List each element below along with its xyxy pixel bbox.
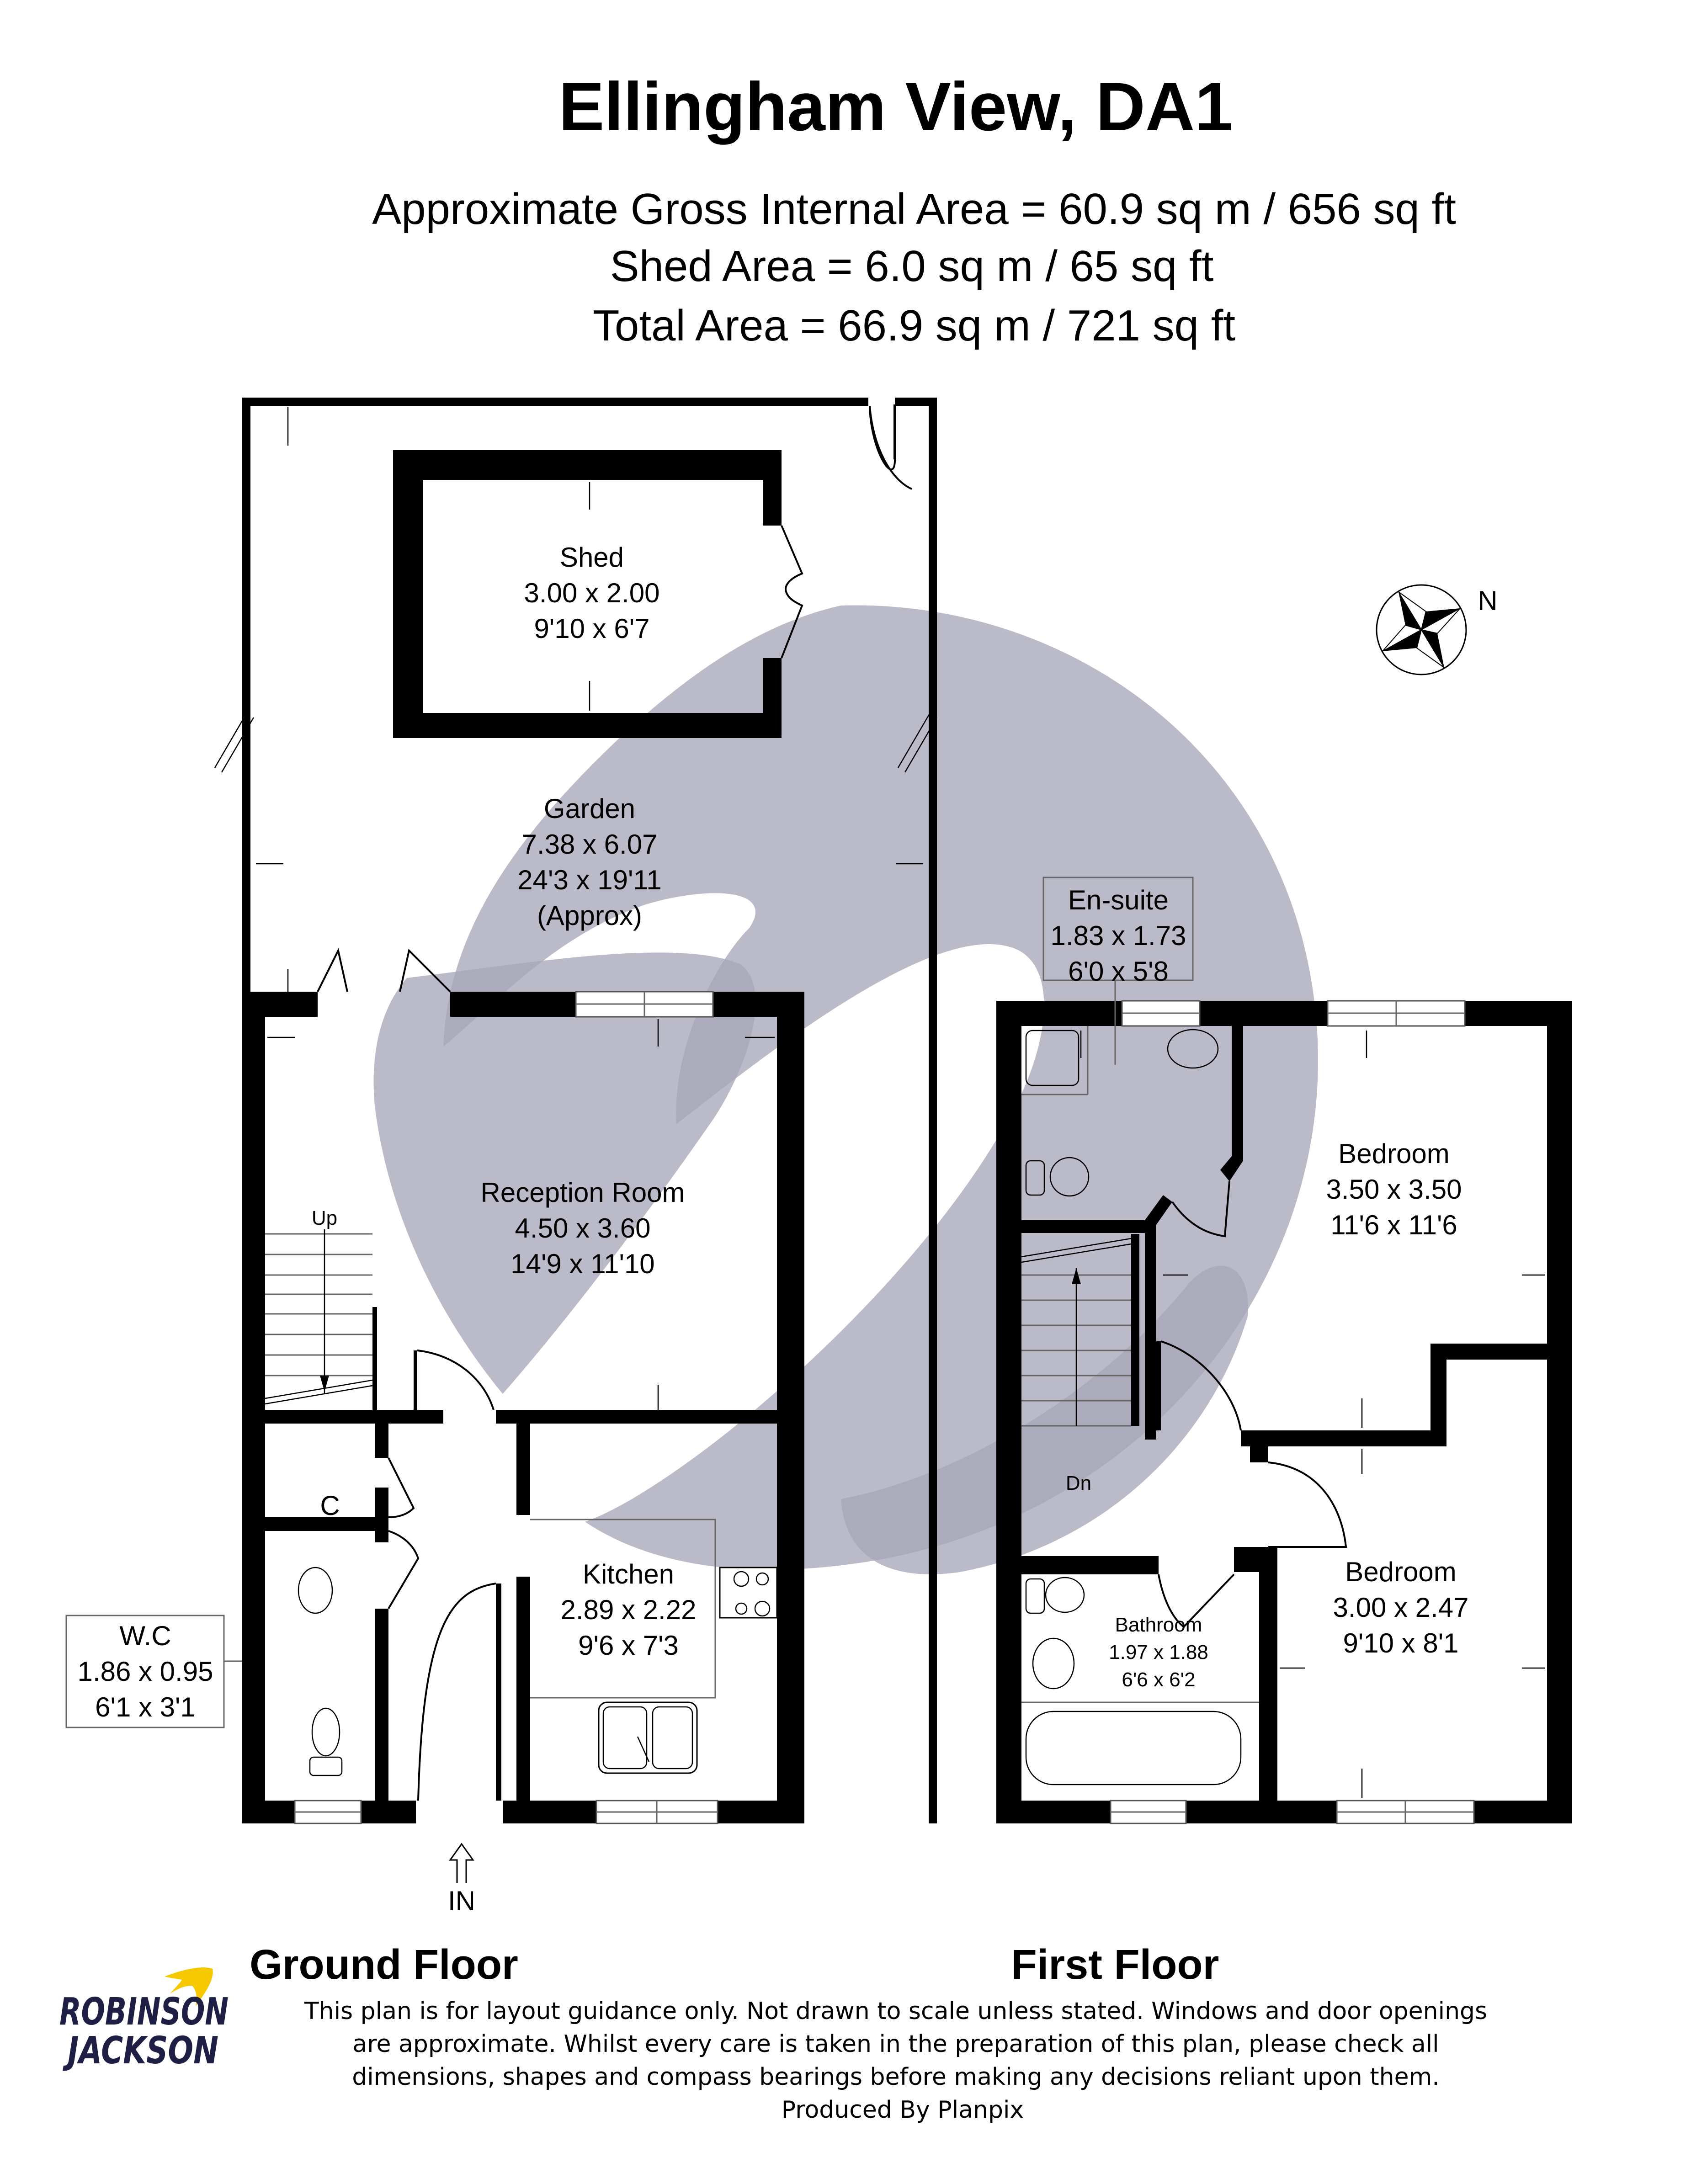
svg-text:Reception Room: Reception Room	[481, 1177, 685, 1208]
svg-text:9'10 x 6'7: 9'10 x 6'7	[534, 613, 649, 644]
svg-text:4.50 x 3.60: 4.50 x 3.60	[515, 1213, 651, 1243]
svg-text:6'1 x 3'1: 6'1 x 3'1	[95, 1692, 196, 1722]
svg-text:Produced By Planpix: Produced By Planpix	[782, 2096, 1024, 2124]
svg-text:2.89 x 2.22: 2.89 x 2.22	[561, 1594, 697, 1625]
compass-rose-icon	[1376, 584, 1467, 675]
stairs-up-label: Up	[312, 1207, 337, 1229]
svg-text:Shed: Shed	[560, 542, 624, 573]
room-ensuite-callout: En-suite 1.83 x 1.73 6'0 x 5'8	[1042, 877, 1194, 1065]
disclaimer: This plan is for layout guidance only. N…	[304, 1998, 1487, 2124]
svg-text:ROBINSON: ROBINSON	[59, 1990, 229, 2034]
svg-text:Bathroom: Bathroom	[1115, 1614, 1202, 1636]
svg-text:Kitchen: Kitchen	[583, 1559, 674, 1589]
gross-internal-area: Approximate Gross Internal Area = 60.9 s…	[372, 185, 1456, 234]
svg-text:14'9 x 11'10: 14'9 x 11'10	[511, 1249, 654, 1279]
svg-text:3.50 x 3.50: 3.50 x 3.50	[1326, 1174, 1462, 1205]
svg-text:1.97 x 1.88: 1.97 x 1.88	[1109, 1641, 1208, 1663]
svg-text:This plan is for layout guidan: This plan is for layout guidance only. N…	[304, 1998, 1487, 2025]
shed-area: Shed Area = 6.0 sq m / 65 sq ft	[610, 242, 1214, 291]
svg-text:1.83 x 1.73: 1.83 x 1.73	[1051, 920, 1186, 951]
svg-text:7.38 x 6.07: 7.38 x 6.07	[522, 829, 658, 860]
stairs-down-label: Dn	[1066, 1472, 1091, 1494]
svg-text:IN: IN	[448, 1886, 475, 1916]
compass-north-label: N	[1478, 585, 1497, 616]
svg-text:1.86 x 0.95: 1.86 x 0.95	[78, 1656, 213, 1687]
svg-text:W.C: W.C	[119, 1621, 171, 1651]
wc-basin-icon	[298, 1567, 333, 1614]
room-bedroom-1: Bedroom 3.50 x 3.50 11'6 x 11'6	[1326, 1138, 1462, 1240]
room-bathroom: Bathroom 1.97 x 1.88 6'6 x 6'2	[1109, 1614, 1208, 1691]
room-wc-callout: W.C 1.86 x 0.95 6'1 x 3'1	[65, 1615, 242, 1728]
ground-floor-label: Ground Floor	[250, 1941, 518, 1988]
room-garden: Garden 7.38 x 6.07 24'3 x 19'11 (Approx)	[517, 793, 661, 931]
svg-text:6'0 x 5'8: 6'0 x 5'8	[1068, 956, 1169, 987]
room-bedroom-2: Bedroom 3.00 x 2.47 9'10 x 8'1	[1333, 1557, 1469, 1658]
total-area: Total Area = 66.9 sq m / 721 sq ft	[593, 301, 1235, 350]
svg-text:3.00 x 2.00: 3.00 x 2.00	[524, 578, 660, 608]
page-title: Ellingham View, DA1	[558, 68, 1233, 145]
svg-text:11'6 x 11'6: 11'6 x 11'6	[1330, 1210, 1457, 1240]
first-floor-plan	[996, 1000, 1572, 1824]
svg-text:Bedroom: Bedroom	[1338, 1138, 1449, 1169]
svg-text:are approximate. Whilst every: are approximate. Whilst every care is ta…	[352, 2030, 1439, 2058]
svg-text:3.00 x 2.47: 3.00 x 2.47	[1333, 1592, 1469, 1623]
wc-toilet-icon	[309, 1707, 343, 1776]
svg-text:6'6 x 6'2: 6'6 x 6'2	[1122, 1669, 1195, 1691]
kitchen-sink-icon	[598, 1701, 698, 1774]
svg-text:9'6 x 7'3: 9'6 x 7'3	[578, 1630, 679, 1661]
staircase-up	[265, 1229, 373, 1405]
svg-text:(Approx): (Approx)	[537, 900, 642, 931]
svg-text:JACKSON: JACKSON	[63, 2029, 218, 2072]
staircase-down	[1021, 1234, 1139, 1427]
svg-text:En-suite: En-suite	[1068, 885, 1169, 915]
room-shed: Shed 3.00 x 2.00 9'10 x 6'7	[524, 542, 660, 644]
room-kitchen: Kitchen 2.89 x 2.22 9'6 x 7'3	[561, 1559, 697, 1661]
watermark-logo	[373, 605, 1318, 1574]
first-floor-label: First Floor	[1011, 1941, 1219, 1988]
svg-text:9'10 x 8'1: 9'10 x 8'1	[1343, 1628, 1458, 1658]
svg-text:dimensions, shapes and compass: dimensions, shapes and compass bearings …	[352, 2063, 1440, 2091]
svg-text:Garden: Garden	[544, 793, 635, 824]
svg-text:Bedroom: Bedroom	[1345, 1557, 1456, 1587]
svg-text:24'3 x 19'11: 24'3 x 19'11	[517, 865, 661, 895]
hob-icon	[719, 1567, 778, 1619]
swallow-bird-icon	[165, 1967, 213, 2006]
agent-logo: ROBINSON JACKSON	[59, 1967, 229, 2072]
room-reception: Reception Room 4.50 x 3.60 14'9 x 11'10	[481, 1177, 685, 1279]
ground-floor-plan	[214, 397, 938, 1824]
entrance-marker: IN	[448, 1843, 475, 1916]
cupboard-label: C	[320, 1490, 340, 1521]
